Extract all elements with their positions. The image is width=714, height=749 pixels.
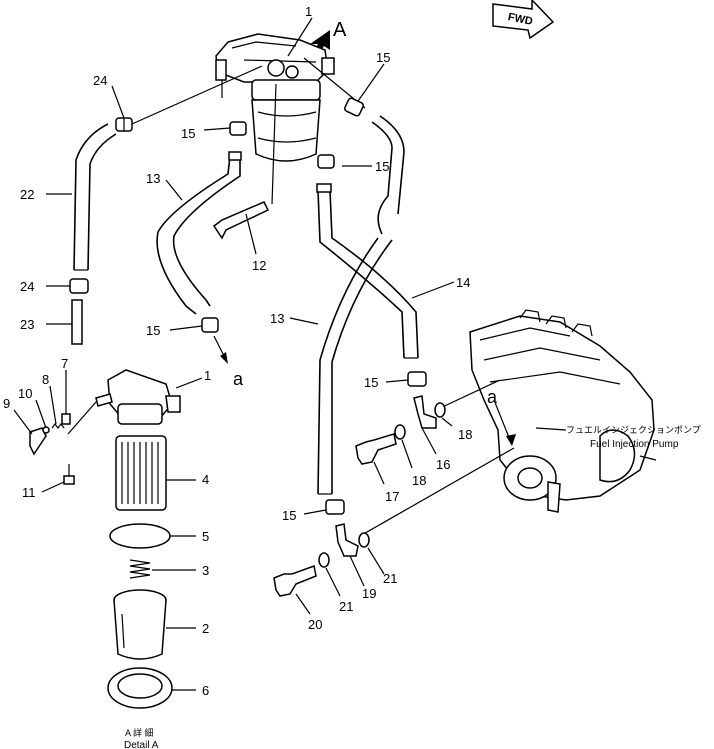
callout-23: 23	[20, 317, 34, 332]
callout-15-a: 15	[376, 50, 390, 65]
callout-19: 19	[362, 586, 376, 601]
washer-18b	[394, 424, 413, 469]
filter-element-4	[115, 435, 196, 511]
callout-7: 7	[61, 356, 68, 371]
bolt-17	[355, 433, 397, 485]
detail-label-jp: A 詳 細	[125, 727, 154, 738]
clamp-right-lower	[317, 154, 335, 169]
washer-21a	[358, 532, 385, 575]
washer-10	[35, 399, 50, 434]
callout-21-b: 21	[339, 599, 353, 614]
callout-15-d: 15	[146, 323, 160, 338]
bolt-20	[273, 564, 317, 615]
plug-7	[61, 370, 71, 425]
callout-9: 9	[3, 396, 10, 411]
fwd-arrow: FWD	[492, 0, 555, 40]
pipe-23	[46, 299, 83, 345]
callout-2: 2	[202, 621, 209, 636]
o-ring-5	[109, 523, 196, 549]
hose-13-right	[317, 189, 419, 359]
callout-17: 17	[385, 489, 399, 504]
fuel-injection-pump	[469, 309, 657, 513]
banjo-19	[335, 447, 515, 587]
clamp-top-mid	[229, 121, 247, 136]
callout-4: 4	[202, 472, 209, 487]
callout-18-a: 18	[458, 427, 472, 442]
washer-21b	[318, 552, 341, 597]
hose-13-left	[156, 155, 241, 315]
clamp-15-right-mid	[385, 371, 427, 387]
callout-6: 6	[202, 683, 209, 698]
clamp-24-mid	[46, 278, 89, 294]
callout-11: 11	[22, 485, 36, 500]
clamp-15-lower-right	[303, 499, 345, 515]
connection-a-right: a	[487, 387, 498, 407]
callout-22: 22	[20, 187, 34, 202]
callout-16: 16	[436, 457, 450, 472]
bolt-12	[212, 201, 270, 255]
clamp-15-lower-left	[169, 317, 228, 364]
callout-15-b: 15	[181, 126, 195, 141]
connection-a-left: a	[233, 369, 244, 389]
fwd-label: FWD	[507, 11, 534, 28]
detail-label-en: Detail A	[124, 740, 159, 749]
callout-13-mid: 13	[270, 311, 284, 326]
banjo-16	[413, 379, 501, 455]
callout-5: 5	[202, 529, 209, 544]
clamp-top-right	[344, 97, 364, 117]
ring-nut-6	[107, 667, 196, 709]
bowl-2	[113, 589, 196, 660]
pump-label-jp: フュエルインジェクションポンプ	[566, 425, 701, 435]
callout-24-top: 24	[93, 73, 107, 88]
washer-18a	[434, 402, 453, 427]
callout-13-left: 13	[146, 171, 160, 186]
fuel-filter-top	[215, 33, 335, 162]
callout-20: 20	[308, 617, 322, 632]
callout-1-top: 1	[305, 4, 312, 19]
hose-22	[73, 123, 117, 271]
callout-15-c: 15	[375, 159, 389, 174]
hose-14	[371, 115, 405, 235]
callout-24-mid: 24	[20, 279, 34, 294]
callout-12: 12	[252, 258, 266, 273]
callout-1-detail: 1	[204, 368, 211, 383]
fitting-9	[13, 409, 47, 456]
screw-11	[41, 464, 75, 493]
detail-filter-head	[67, 369, 203, 435]
view-label: A	[333, 19, 347, 41]
callout-10: 10	[18, 386, 32, 401]
callout-21-a: 21	[383, 571, 397, 586]
callout-14: 14	[456, 275, 470, 290]
callout-15-e: 15	[364, 375, 378, 390]
callout-3: 3	[202, 563, 209, 578]
spring-3	[129, 559, 196, 579]
callout-8: 8	[42, 372, 49, 387]
spring-8	[49, 385, 65, 429]
callout-18-b: 18	[412, 473, 426, 488]
pump-label-en: Fuel Injection Pump	[590, 439, 679, 450]
clamp-top-left	[115, 117, 133, 132]
callout-15-f: 15	[282, 508, 296, 523]
